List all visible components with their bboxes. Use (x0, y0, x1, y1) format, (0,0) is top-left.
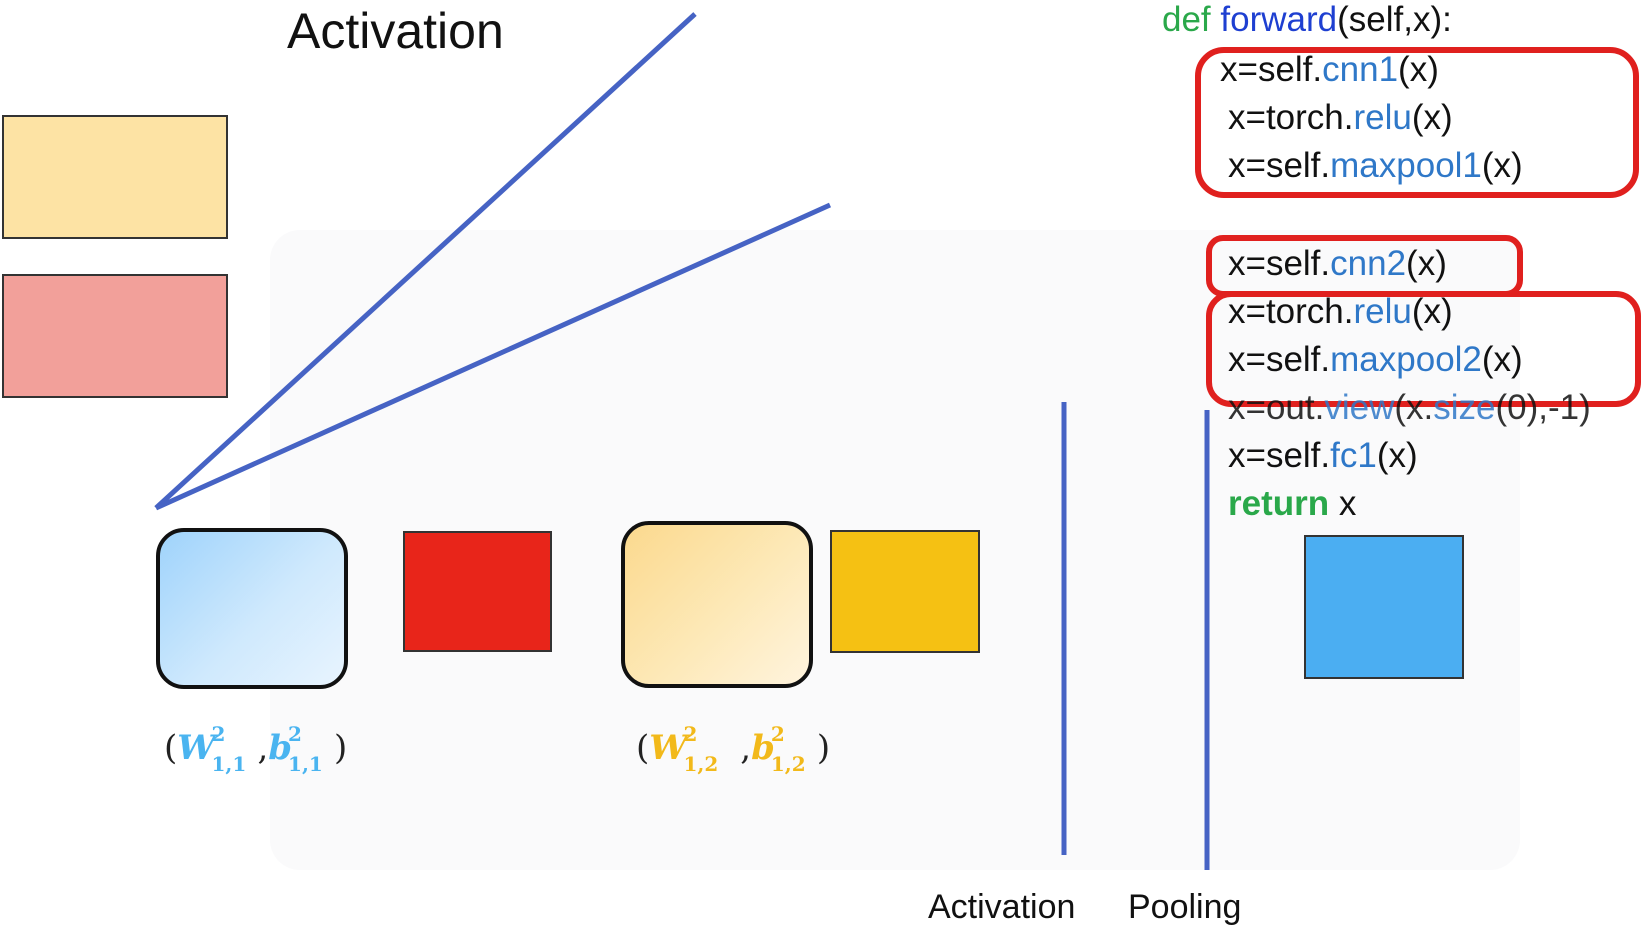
code-line-cnn1: x=self.cnn1(x) (1220, 50, 1439, 89)
code-line-return: return x (1228, 484, 1357, 523)
code-line-view: x=out.view(x.size(0),-1) (1228, 388, 1591, 427)
code-line-relu1: x=torch.relu(x) (1228, 98, 1453, 137)
code-line-cnn2: x=self.cnn2(x) (1228, 244, 1447, 283)
feature-map-orange (830, 530, 980, 653)
orange-channel-swatch (2, 115, 228, 239)
code-line-maxpool2: x=self.maxpool2(x) (1228, 340, 1523, 379)
activation-label: Activation (928, 888, 1076, 926)
code-def-line: def forward(self,x): (1162, 0, 1452, 39)
highlight-box-block1 (1195, 47, 1639, 198)
fan-line-lower (154, 202, 832, 511)
diagram-title: Activation (287, 3, 504, 59)
feature-map-blue (1304, 535, 1464, 679)
feature-map-red (403, 531, 552, 652)
pooling-label: Pooling (1128, 888, 1242, 926)
pink-channel-swatch (2, 274, 228, 398)
code-line-relu2: x=torch.relu(x) (1228, 292, 1453, 331)
kernel-blue (156, 528, 348, 689)
kernel-yellow (621, 521, 813, 688)
code-line-fc1: x=self.fc1(x) (1228, 436, 1418, 475)
code-line-maxpool1: x=self.maxpool1(x) (1228, 146, 1523, 185)
highlight-box-block2 (1206, 291, 1641, 407)
fan-line-upper (154, 12, 697, 510)
